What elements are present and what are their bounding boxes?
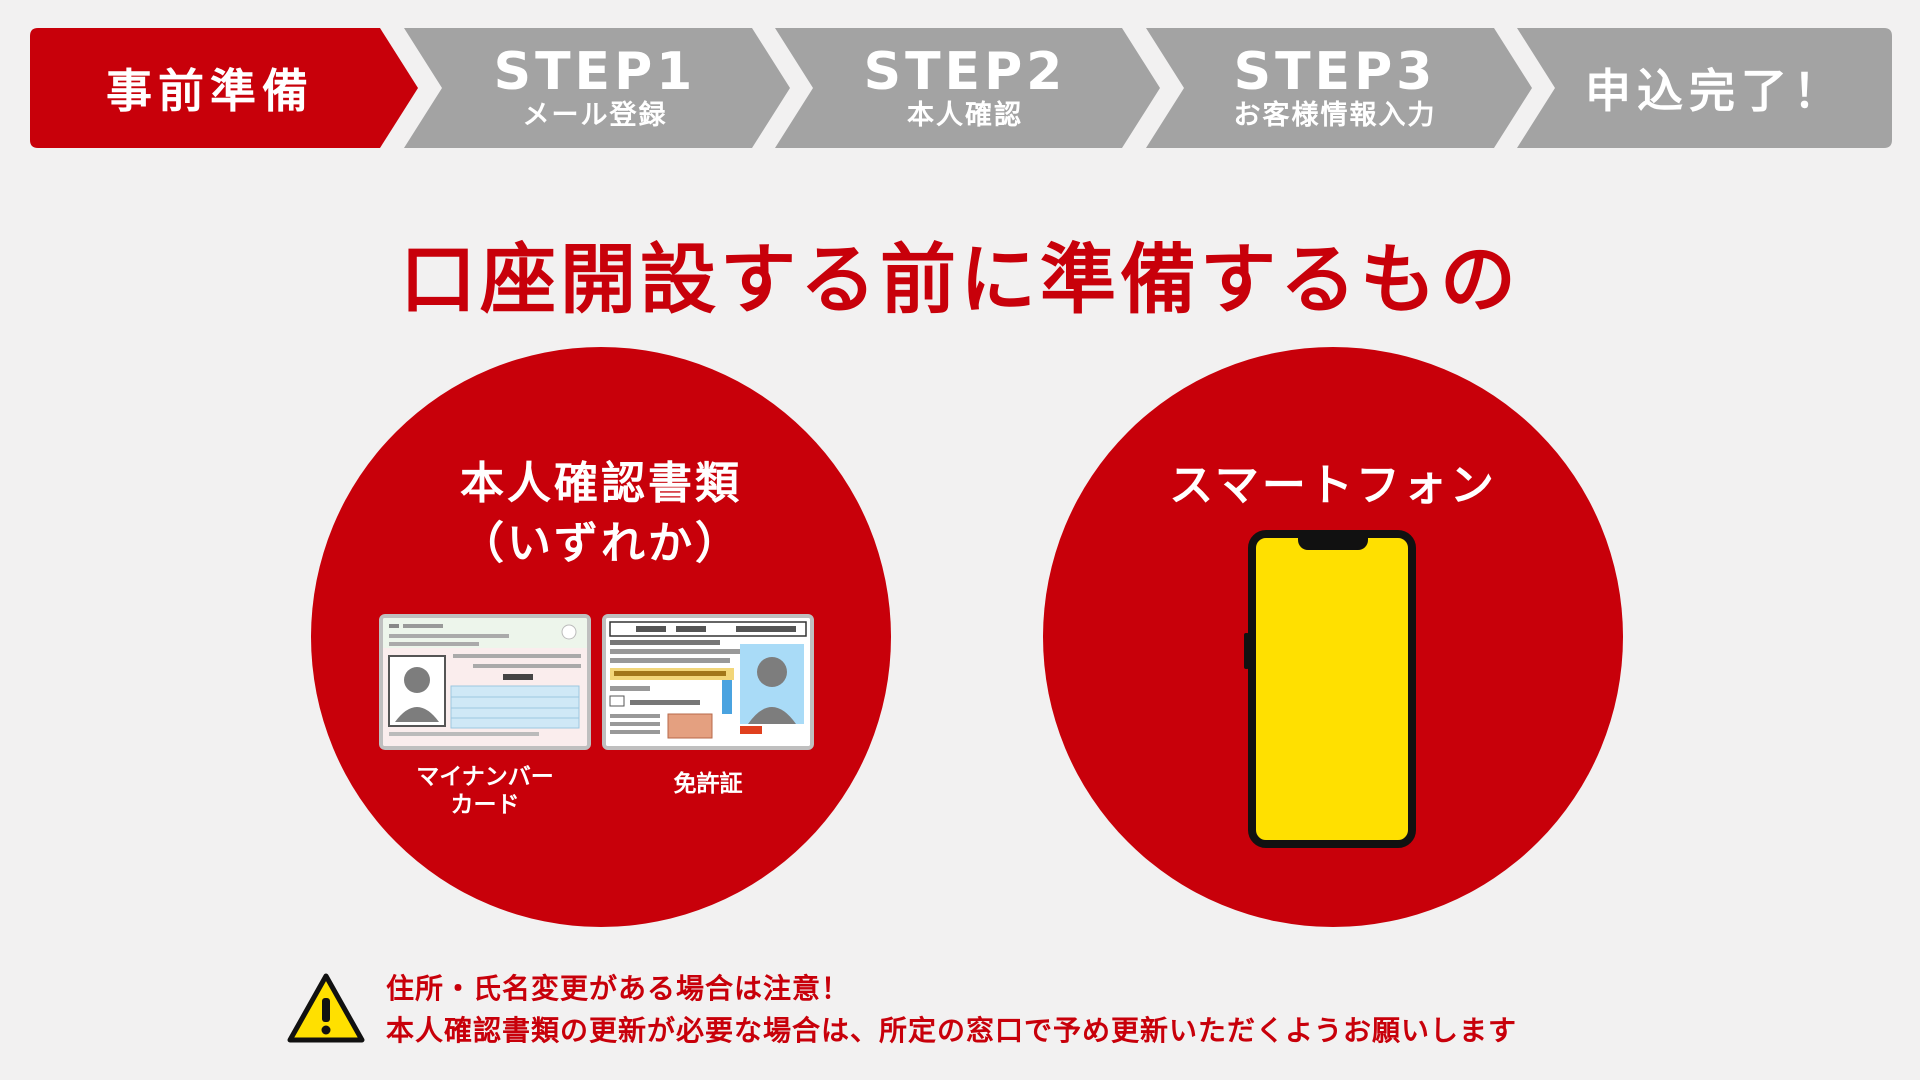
step-1: STEP1 メール登録 [440, 28, 750, 148]
step-3-label: STEP3 [1233, 42, 1437, 102]
step-prep-label: 事前準備 [106, 64, 314, 118]
step-3: STEP3 お客様情報入力 [1180, 28, 1490, 148]
my-number-card-icon [379, 614, 591, 750]
step-complete: 申込完了！ [1555, 28, 1875, 148]
warning-triangle-icon [287, 973, 365, 1043]
step-3-sublabel: お客様情報入力 [1233, 100, 1437, 131]
drivers-license-icon [602, 614, 814, 750]
id-documents-subtitle: （いずれか） [460, 518, 742, 569]
id-documents-title: 本人確認書類 [460, 458, 742, 509]
my-number-card-label: マイナンバー カード [369, 763, 601, 819]
step-prep: 事前準備 [60, 28, 360, 148]
step-chevron-2 [775, 28, 1160, 148]
step-1-label: STEP1 [493, 42, 697, 102]
id-documents-panel: 本人確認書類 （いずれか） [311, 347, 891, 927]
step-chevron-prep [30, 28, 418, 148]
step-2-sublabel: 本人確認 [907, 100, 1023, 131]
step-chevron-complete [1517, 28, 1892, 148]
step-2-label: STEP2 [863, 42, 1067, 102]
page-title: 口座開設する前に準備するもの [400, 235, 1520, 324]
phone-side-button [1244, 633, 1249, 669]
my-number-card-label-line1: マイナンバー [416, 764, 554, 790]
step-2: STEP2 本人確認 [810, 28, 1120, 148]
drivers-license-label: 免許証 [673, 771, 743, 797]
warning-message: 住所・氏名変更がある場合は注意！ 本人確認書類の更新が必要な場合は、所定の窓口で… [386, 968, 1517, 1052]
warning-line-2: 本人確認書類の更新が必要な場合は、所定の窓口で予め更新いただくようお願いします [386, 1014, 1518, 1047]
smartphone-icon [1244, 530, 1416, 848]
my-number-card-label-line2: カード [450, 792, 520, 818]
warning-line-1: 住所・氏名変更がある場合は注意！ [386, 972, 851, 1005]
step-1-sublabel: メール登録 [522, 100, 668, 131]
smartphone-panel: スマートフォン [1043, 347, 1623, 927]
smartphone-title: スマートフォン [1169, 460, 1497, 511]
phone-notch [1298, 530, 1368, 550]
step-chevron-3 [1146, 28, 1532, 148]
step-complete-label: 申込完了！ [1585, 64, 1845, 118]
step-progress-bar: 事前準備 STEP1 メール登録 STEP2 本人確認 STEP3 お客様情報入… [0, 0, 1920, 160]
step-chevron-1 [404, 28, 790, 148]
step-chevrons [30, 28, 1892, 148]
